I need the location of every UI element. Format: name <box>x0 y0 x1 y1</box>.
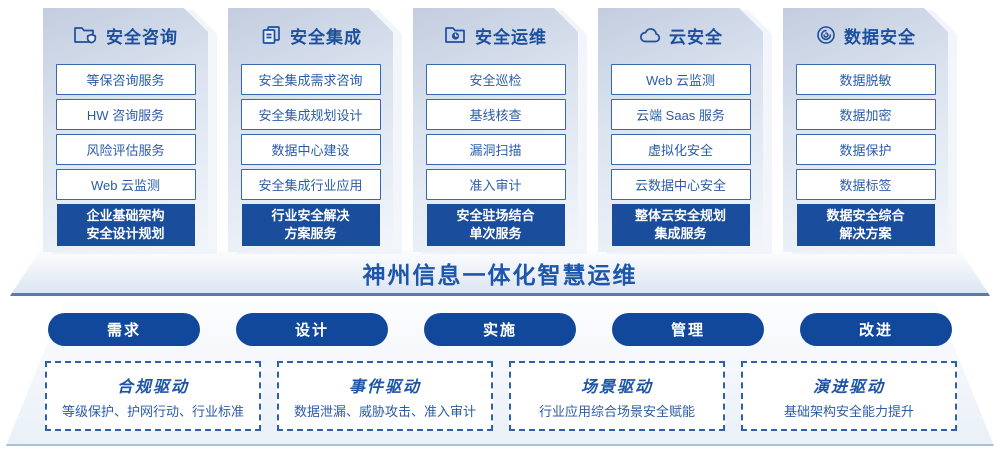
card-title: 安全集成 <box>290 27 362 47</box>
card-header: 安全集成 <box>228 23 393 47</box>
service-item: 基线核查 <box>426 99 566 130</box>
service-card-data-security: 数据安全 数据脱敏 数据加密 数据保护 数据标签 数据安全综合 解决方案 <box>783 8 957 258</box>
highlight-service: 数据安全综合 解决方案 <box>797 204 935 246</box>
highlight-line: 整体云安全规划 <box>634 208 726 224</box>
driver-title: 合规驱动 <box>116 378 189 396</box>
service-item: 数据脱敏 <box>796 64 936 95</box>
service-item: 准入审计 <box>426 169 566 200</box>
service-item: 漏洞扫描 <box>426 134 566 165</box>
driver-title: 演进驱动 <box>812 378 885 396</box>
service-item: 安全集成需求咨询 <box>241 64 381 95</box>
service-item: 云数据中心安全 <box>611 169 751 200</box>
highlight-line: 企业基础架构 <box>86 208 165 224</box>
highlight-line: 安全设计规划 <box>86 226 165 241</box>
service-item: 等保咨询服务 <box>56 64 196 95</box>
service-item: HW 咨询服务 <box>56 99 196 130</box>
service-item: 安全集成行业应用 <box>241 169 381 200</box>
pill-requirement: 需求 <box>48 313 200 346</box>
service-item: 云端 Saas 服务 <box>611 99 751 130</box>
service-item: Web 云监测 <box>56 169 196 200</box>
folder-clock-icon <box>444 25 468 45</box>
documents-icon <box>259 25 283 45</box>
service-item: 数据标签 <box>796 169 936 200</box>
card-title: 安全咨询 <box>106 27 178 47</box>
highlight-line: 解决方案 <box>839 226 892 241</box>
highlight-service: 企业基础架构 安全设计规划 <box>57 204 195 246</box>
service-item: 数据保护 <box>796 134 936 165</box>
highlight-line: 单次服务 <box>469 226 522 241</box>
highlight-line: 数据安全综合 <box>826 208 905 224</box>
driver-desc: 等级保护、护网行动、行业标准 <box>61 403 244 419</box>
driver-title: 事件驱动 <box>348 378 421 396</box>
platform-banner: 神州信息一体化智慧运维 <box>10 250 990 296</box>
highlight-service: 安全驻场结合 单次服务 <box>427 204 565 246</box>
card-header: 安全运维 <box>413 23 578 47</box>
card-header: 云安全 <box>598 23 763 47</box>
service-card-integration: 安全集成 安全集成需求咨询 安全集成规划设计 数据中心建设 安全集成行业应用 行… <box>228 8 402 258</box>
service-item: Web 云监测 <box>611 64 751 95</box>
card-title: 云安全 <box>669 27 723 47</box>
service-item: 安全巡检 <box>426 64 566 95</box>
fingerprint-icon <box>815 25 837 45</box>
highlight-service: 行业安全解决 方案服务 <box>242 204 380 246</box>
banner-bottom-edge <box>10 293 990 296</box>
driver-scenario: 场景驱动 行业应用综合场景安全赋能 <box>509 361 725 431</box>
cloud-icon <box>638 25 662 45</box>
banner-title: 神州信息一体化智慧运维 <box>362 262 638 288</box>
pill-design: 设计 <box>236 313 388 346</box>
service-card-operations: 安全运维 安全巡检 基线核查 漏洞扫描 准入审计 安全驻场结合 单次服务 <box>413 8 587 258</box>
folder-shield-icon <box>73 25 99 45</box>
highlight-service: 整体云安全规划 集成服务 <box>612 204 750 246</box>
service-item: 虚拟化安全 <box>611 134 751 165</box>
driver-desc: 行业应用综合场景安全赋能 <box>538 403 695 419</box>
highlight-line: 集成服务 <box>654 226 707 241</box>
service-card-cloud-security: 云安全 Web 云监测 云端 Saas 服务 虚拟化安全 云数据中心安全 整体云… <box>598 8 772 258</box>
card-title: 安全运维 <box>475 27 547 47</box>
pill-implementation: 实施 <box>424 313 576 346</box>
card-header: 安全咨询 <box>43 23 208 47</box>
process-steps: 需求 设计 实施 管理 改进 <box>48 313 952 346</box>
service-card-consulting: 安全咨询 等保咨询服务 HW 咨询服务 风险评估服务 Web 云监测 企业基础架… <box>43 8 217 258</box>
driver-desc: 基础架构安全能力提升 <box>783 403 914 419</box>
card-title: 数据安全 <box>844 27 916 47</box>
platform-bottom-edge <box>6 444 994 446</box>
driver-incident: 事件驱动 数据泄漏、威胁攻击、准入审计 <box>277 361 493 431</box>
highlight-line: 行业安全解决 <box>271 208 350 224</box>
driver-desc: 数据泄漏、威胁攻击、准入审计 <box>293 403 476 419</box>
service-item: 安全集成规划设计 <box>241 99 381 130</box>
driver-title: 场景驱动 <box>580 378 653 396</box>
service-item: 风险评估服务 <box>56 134 196 165</box>
service-item: 数据中心建设 <box>241 134 381 165</box>
highlight-line: 方案服务 <box>284 226 337 241</box>
pill-management: 管理 <box>612 313 764 346</box>
driver-evolution: 演进驱动 基础架构安全能力提升 <box>741 361 957 431</box>
driver-compliance: 合规驱动 等级保护、护网行动、行业标准 <box>45 361 261 431</box>
card-header: 数据安全 <box>783 23 948 47</box>
service-item: 数据加密 <box>796 99 936 130</box>
driver-boxes: 合规驱动 等级保护、护网行动、行业标准 事件驱动 数据泄漏、威胁攻击、准入审计 … <box>45 361 957 431</box>
pill-improvement: 改进 <box>800 313 952 346</box>
highlight-line: 安全驻场结合 <box>456 208 535 224</box>
